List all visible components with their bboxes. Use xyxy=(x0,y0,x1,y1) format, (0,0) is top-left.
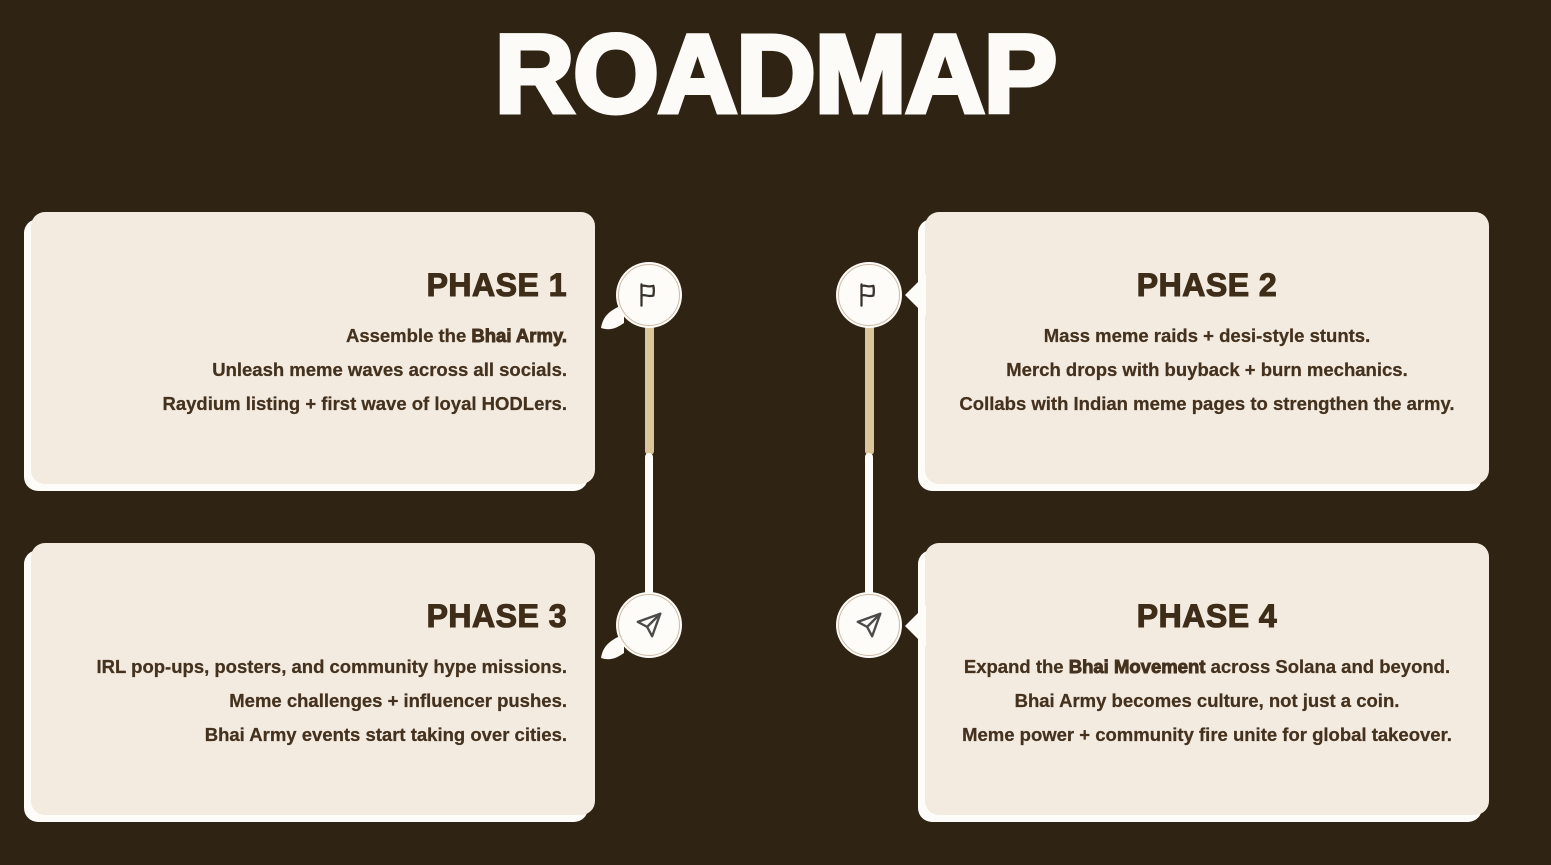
phase-2-card: PHASE 2 Mass meme raids + desi-style stu… xyxy=(905,212,1489,484)
plane-node-right xyxy=(836,592,902,658)
phase-line: Unleash meme waves across all socials. xyxy=(212,359,567,380)
phase-line: Meme power + community fire unite for gl… xyxy=(962,724,1452,745)
phase-1-title: PHASE 1 xyxy=(426,266,567,303)
card-pointer-left xyxy=(905,274,926,316)
page-title: ROADMAP xyxy=(492,10,1059,138)
phase-4-title: PHASE 4 xyxy=(1136,597,1278,634)
timeline-right-segment-white xyxy=(865,453,873,629)
timeline-right-segment-tan xyxy=(865,295,874,455)
flag-node-right xyxy=(836,262,902,328)
node-tail xyxy=(601,634,624,660)
phase-line: Bhai Army becomes culture, not just a co… xyxy=(1014,690,1400,711)
flag-node-left xyxy=(601,262,682,330)
strong-text: Bhai Movement xyxy=(1068,656,1206,678)
timeline-left-segment-tan xyxy=(645,295,654,455)
phase-line: Mass meme raids + desi-style stunts. xyxy=(1043,325,1371,346)
phase-2-title: PHASE 2 xyxy=(1136,266,1278,303)
phase-line: Merch drops with buyback + burn mechanic… xyxy=(1006,359,1408,380)
phase-line: Assemble the Bhai Army. xyxy=(345,325,568,347)
phase-line: Collabs with Indian meme pages to streng… xyxy=(959,393,1455,414)
flag-icon xyxy=(860,283,875,307)
phase-3-card: PHASE 3 IRL pop-ups, posters, and commun… xyxy=(31,543,595,815)
phase-line: Meme challenges + influencer pushes. xyxy=(229,690,567,711)
timeline-left-segment-white xyxy=(645,453,653,629)
plane-node-left xyxy=(601,592,682,660)
strong-text: Bhai Army. xyxy=(471,325,568,347)
phase-line: Expand the Bhai Movement across Solana a… xyxy=(963,656,1451,678)
phase-4-card: PHASE 4 Expand the Bhai Movement across … xyxy=(905,543,1489,815)
phase-3-title: PHASE 3 xyxy=(426,597,567,634)
phase-line: Raydium listing + first wave of loyal HO… xyxy=(162,393,567,414)
card-pointer-left xyxy=(905,605,926,647)
paper-plane-icon xyxy=(856,612,882,638)
node-tail xyxy=(601,304,624,330)
phase-1-card: PHASE 1 Assemble the Bhai Army. Unleash … xyxy=(31,212,595,484)
phase-line: Bhai Army events start taking over citie… xyxy=(204,724,568,745)
flag-icon xyxy=(640,283,655,307)
phase-line: IRL pop-ups, posters, and community hype… xyxy=(96,656,567,677)
paper-plane-icon xyxy=(636,612,662,638)
